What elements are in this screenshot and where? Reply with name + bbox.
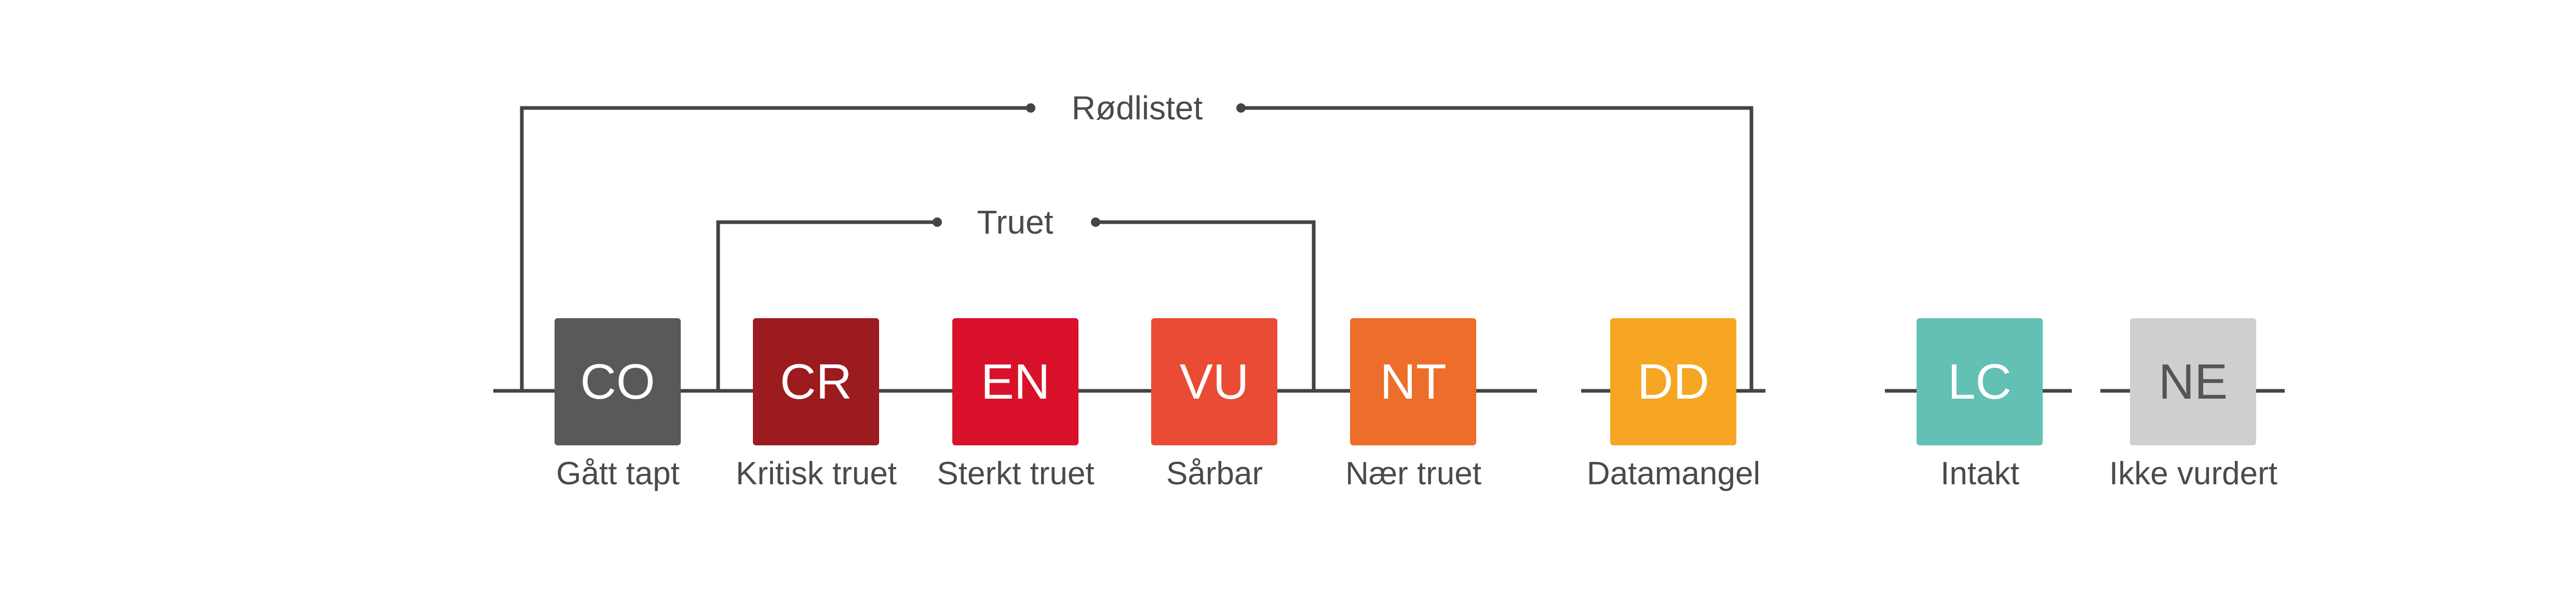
threatened-dot-right — [1091, 217, 1100, 227]
threatened-label: Truet — [977, 203, 1054, 241]
category-label: Datamangel — [1586, 456, 1761, 492]
category-label: Nær truet — [1345, 456, 1481, 492]
category-code: LC — [1948, 353, 2012, 410]
category-label: Intakt — [1940, 456, 2019, 492]
category-label: Kritisk truet — [735, 456, 897, 492]
threatened-bracket-left — [716, 220, 937, 391]
redlisted-bracket-left — [520, 106, 1031, 391]
redlisted-dot-left — [1026, 103, 1035, 113]
category-code: EN — [980, 353, 1050, 410]
redlisted-bracket-right — [1241, 106, 1754, 391]
category-code: DD — [1637, 353, 1709, 410]
category-label: Sterkt truet — [937, 456, 1095, 492]
category-label: Gått tapt — [556, 456, 680, 492]
category-box-en: EN — [952, 318, 1078, 445]
category-label: Sårbar — [1166, 456, 1263, 492]
category-box-co: CO — [555, 318, 681, 445]
redlisted-dot-right — [1236, 103, 1246, 113]
category-label: Ikke vurdert — [2109, 456, 2277, 492]
category-code: NE — [2158, 353, 2228, 410]
redlisted-label: Rødlistet — [1071, 89, 1203, 127]
threatened-dot-left — [933, 217, 942, 227]
category-code: VU — [1179, 353, 1249, 410]
category-code: CO — [580, 353, 655, 410]
category-code: CR — [780, 353, 852, 410]
category-box-ne: NE — [2130, 318, 2256, 445]
category-box-cr: CR — [753, 318, 879, 445]
category-box-nt: NT — [1350, 318, 1476, 445]
category-box-dd: DD — [1610, 318, 1736, 445]
category-code: NT — [1380, 353, 1447, 410]
category-box-lc: LC — [1917, 318, 2043, 445]
threatened-bracket-right — [1096, 220, 1316, 391]
category-box-vu: VU — [1151, 318, 1277, 445]
